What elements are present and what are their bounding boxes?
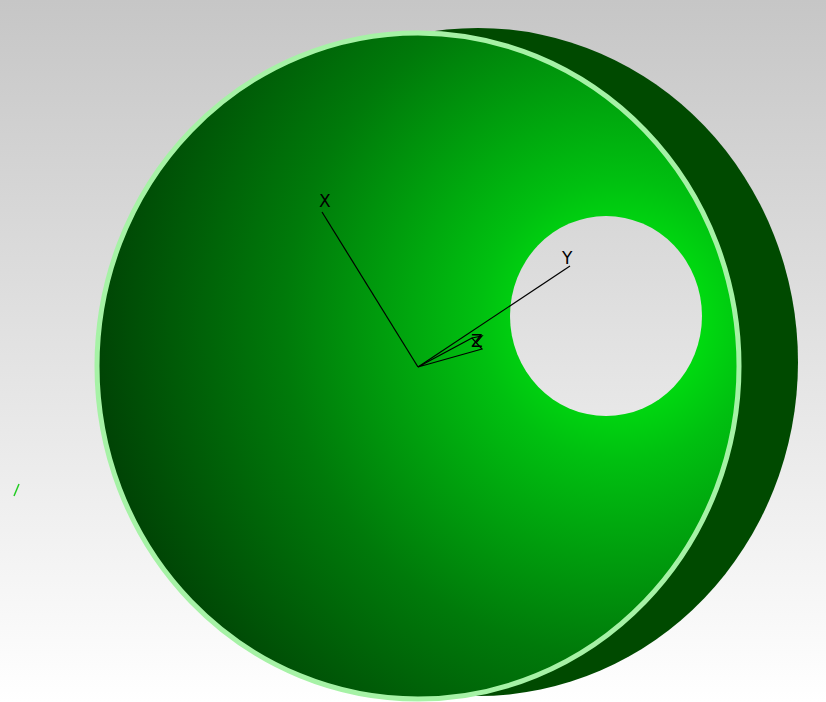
coordinate-axes: [322, 212, 570, 367]
axis-label: Y: [562, 250, 572, 267]
axis-label: X: [319, 193, 331, 210]
axis-label: Z: [471, 333, 483, 350]
stray-mark: [14, 484, 19, 496]
hole: [510, 216, 702, 416]
disk-face: [97, 33, 739, 699]
